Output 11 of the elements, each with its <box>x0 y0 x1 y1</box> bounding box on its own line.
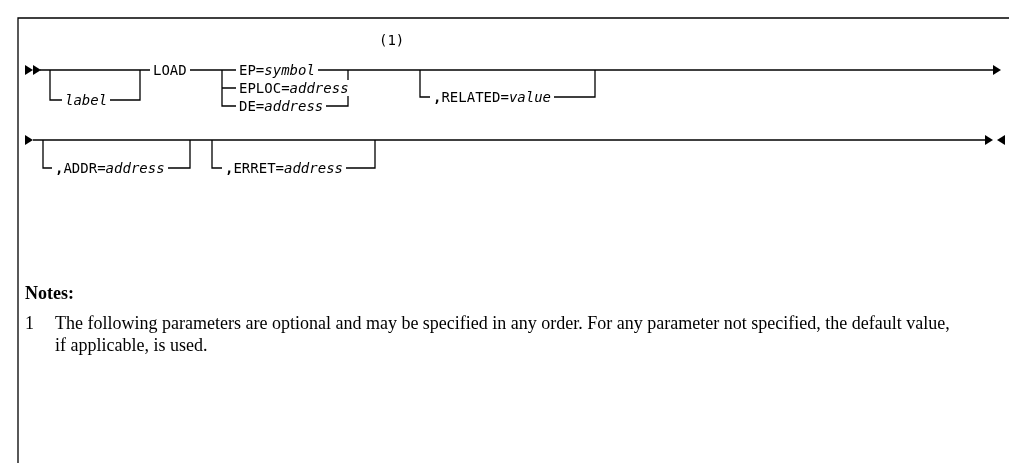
syntax-option: ,RELATED=value <box>430 89 555 105</box>
syntax-option: DE=address <box>236 98 327 114</box>
syntax-keyword: LOAD <box>150 62 190 78</box>
syntax-option: EP=symbol <box>236 62 318 78</box>
syntax-option: ,ERRET=address <box>222 160 347 176</box>
notes-heading: Notes: <box>25 282 74 304</box>
syntax-option: EPLOC=address <box>236 80 352 96</box>
note-number: 1 <box>25 312 34 334</box>
note-text: The following parameters are optional and may be specified in any order. For any parameter not specified, the default value, if applicable, is used. <box>55 312 951 356</box>
syntax-option: ,ADDR=address <box>52 160 168 176</box>
syntax-keyword: label <box>62 92 111 108</box>
